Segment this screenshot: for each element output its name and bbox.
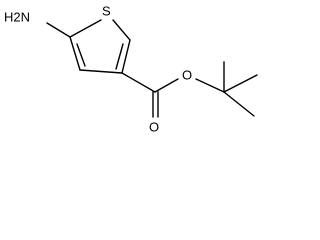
bond-o-cq	[195, 78, 225, 93]
ester-oxygen-label: O	[182, 67, 192, 82]
bond-c2-c3-inner	[115, 43, 124, 70]
bond-s-c2	[112, 19, 131, 41]
bond-c5-n	[46, 22, 71, 38]
bond-cq-me2	[223, 74, 258, 93]
bond-c3-carbonyl	[121, 72, 156, 93]
carbonyl-oxygen-label: O	[149, 119, 159, 134]
bond-s-c5	[69, 19, 102, 38]
sulfur-label: S	[102, 3, 111, 18]
bond-c3-c2	[121, 39, 131, 74]
bond-c4-c5-inner	[76, 43, 86, 67]
molecule-structure: S H2N O O	[4, 3, 258, 134]
amine-label: H2N	[4, 9, 30, 24]
bond-carbonyl-o-single	[154, 78, 179, 93]
bond-c4-c3	[79, 69, 123, 74]
bond-c5-c4	[69, 36, 81, 71]
bond-cq-me3	[223, 91, 255, 117]
